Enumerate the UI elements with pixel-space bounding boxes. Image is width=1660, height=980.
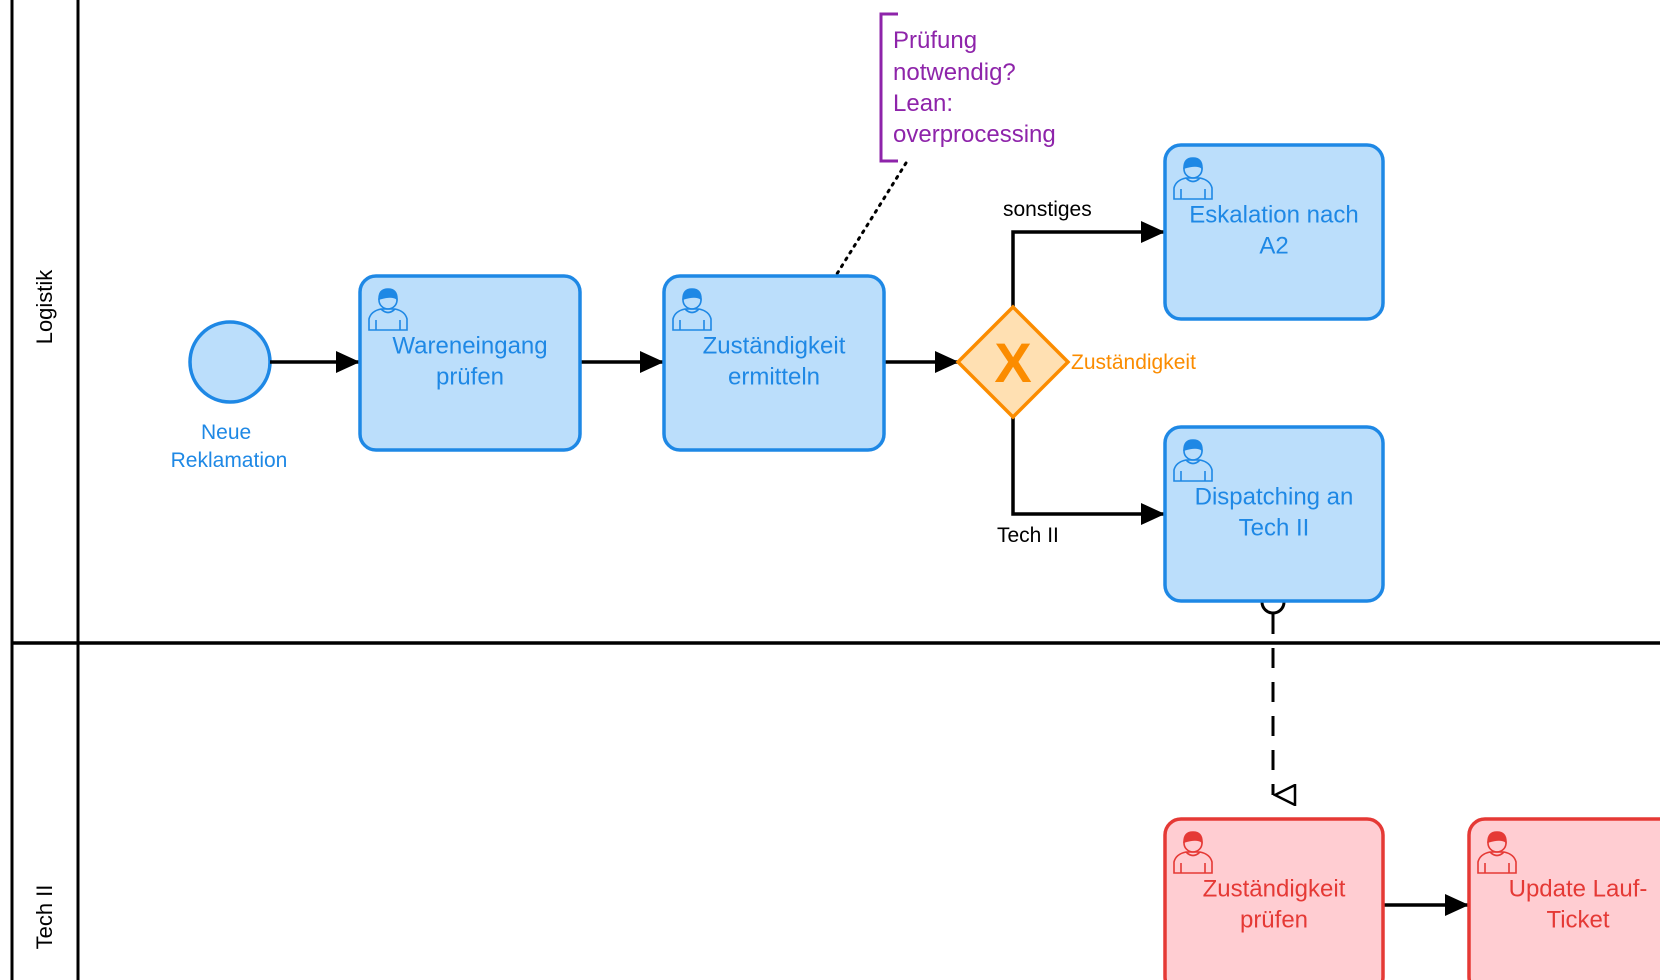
- start-event-label: Reklamation: [171, 449, 288, 472]
- annotation-line: overprocessing: [893, 121, 1056, 148]
- task-label: Wareneingang prüfen: [392, 333, 547, 391]
- svg-text:Prüfung notwendig?: Prüfung notwendig? Lean: overprocessing: [893, 27, 1056, 148]
- annotation-line: notwendig?: [893, 59, 1016, 86]
- task-label-line: Eskalation nach: [1189, 202, 1358, 229]
- task-zustaendigkeit-ermitteln[interactable]: Zuständigkeit ermitteln: [662, 274, 886, 452]
- flow-label-sonstiges: sonstiges: [1003, 198, 1092, 221]
- task-update-lauf-ticket[interactable]: Update Lauf- Ticket: [1467, 817, 1660, 980]
- gateway-x-icon: X: [994, 331, 1031, 394]
- user-icon: [1173, 439, 1213, 482]
- flow-gateway-to-dispatching[interactable]: [1011, 417, 1165, 525]
- svg-text:Neue Reklamation: Neue Reklamation: [171, 421, 288, 472]
- task-wareneingang-pruefen[interactable]: Wareneingang prüfen: [358, 274, 582, 452]
- task-dispatching-an-tech2[interactable]: Dispatching an Tech II: [1163, 425, 1385, 603]
- annotation-line: Lean:: [893, 90, 953, 117]
- sequence-flows: [270, 221, 1469, 916]
- task-label: Zuständigkeit prüfen: [1203, 876, 1346, 934]
- text-annotation[interactable]: Prüfung notwendig? Lean: overprocessing: [879, 12, 1056, 163]
- user-icon: [1173, 831, 1213, 874]
- task-label: Dispatching an Tech II: [1195, 484, 1354, 542]
- user-icon: [1173, 157, 1213, 200]
- task-label-line: Ticket: [1546, 907, 1609, 934]
- task-box: [1163, 817, 1385, 980]
- exclusive-gateway[interactable]: X Zuständigkeit: [955, 304, 1196, 420]
- user-icon: [672, 288, 712, 331]
- user-icon: [368, 288, 408, 331]
- lane-label-logistik: Logistik: [32, 269, 57, 345]
- task-box: [358, 274, 582, 452]
- flow-gateway-to-eskalation[interactable]: [1011, 221, 1165, 307]
- task-label: Zuständigkeit ermitteln: [703, 333, 846, 391]
- task-label-line: Dispatching an: [1195, 484, 1354, 511]
- task-label-line: Wareneingang: [392, 333, 547, 360]
- association-line[interactable]: [833, 161, 908, 279]
- flow-label-tech2: Tech II: [997, 524, 1059, 547]
- gateway-label: Zuständigkeit: [1071, 351, 1196, 374]
- task-label-line: Zuständigkeit: [703, 333, 846, 360]
- annotation-line: Prüfung: [893, 27, 977, 54]
- task-box: [1163, 425, 1385, 603]
- task-zustaendigkeit-pruefen[interactable]: Zuständigkeit prüfen: [1163, 817, 1385, 980]
- task-label-line: Zuständigkeit: [1203, 876, 1346, 903]
- task-label-line: A2: [1259, 233, 1288, 260]
- lane-label-tech2: Tech II: [32, 885, 57, 950]
- start-event[interactable]: Neue Reklamation: [171, 320, 288, 472]
- task-box: [1163, 143, 1385, 321]
- message-flow[interactable]: [1260, 589, 1284, 795]
- task-label-line: Update Lauf-: [1509, 876, 1648, 903]
- task-label-line: prüfen: [1240, 907, 1308, 934]
- task-label-line: Tech II: [1239, 515, 1310, 542]
- task-label-line: prüfen: [436, 364, 504, 391]
- task-label: Update Lauf- Ticket: [1509, 876, 1648, 934]
- user-icon: [1477, 831, 1517, 874]
- task-box: [662, 274, 886, 452]
- pool: [10, 0, 1660, 980]
- task-box: [1467, 817, 1660, 980]
- start-event-label: Neue: [201, 421, 251, 444]
- task-label-line: ermitteln: [728, 364, 820, 391]
